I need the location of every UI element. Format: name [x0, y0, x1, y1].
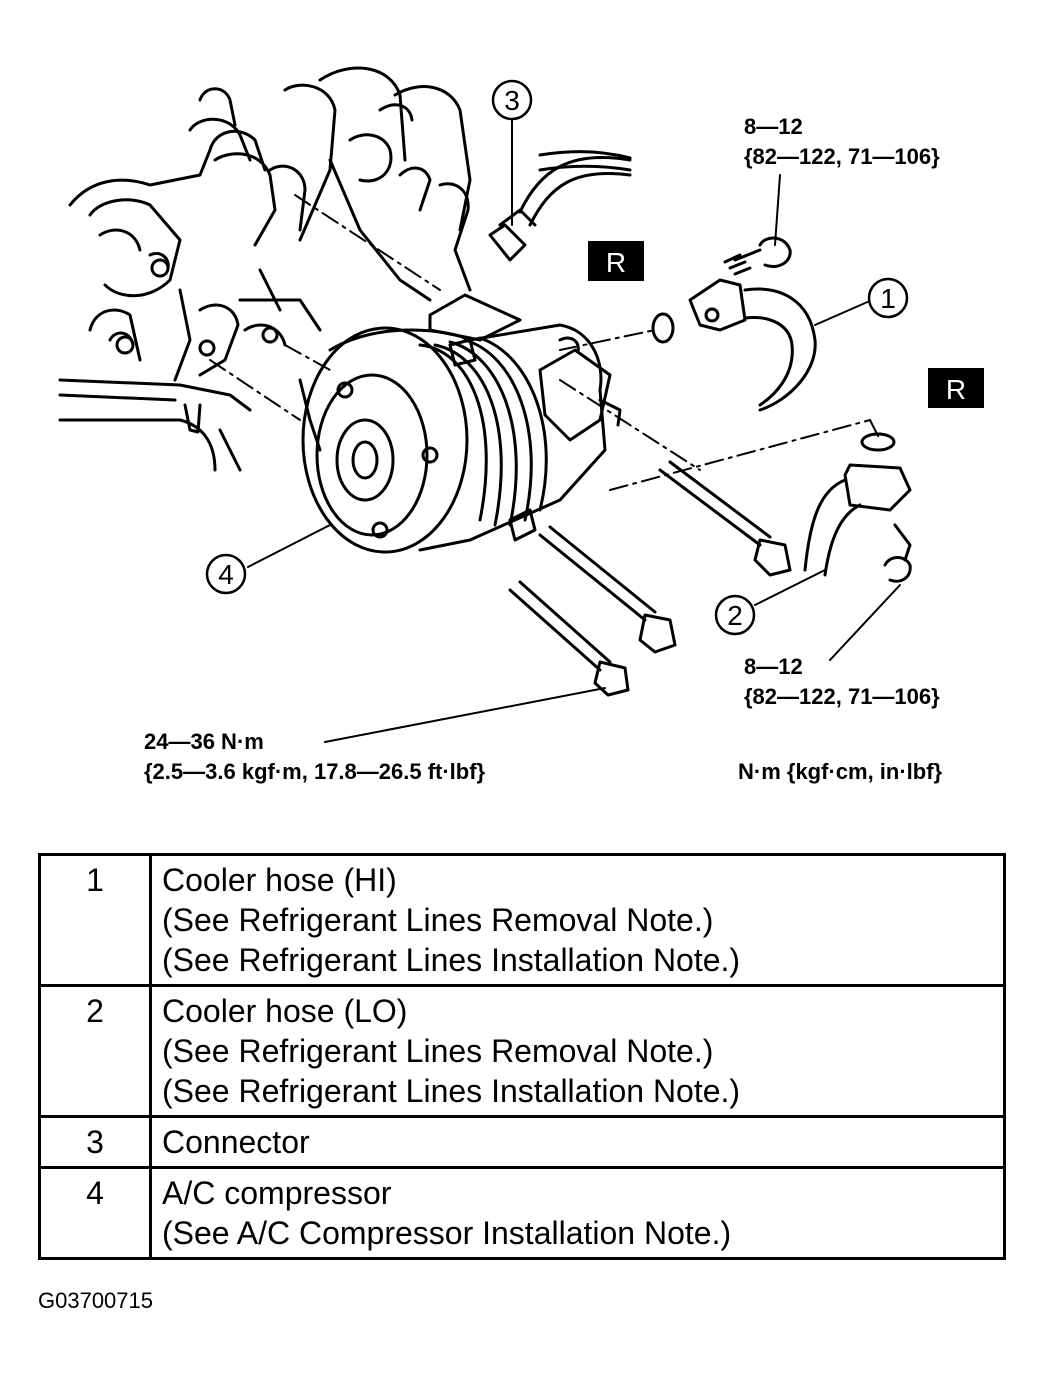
- torque-range-alt-units: {82—122, 71—106}: [744, 684, 940, 709]
- part-number: 3: [38, 1115, 152, 1169]
- callout-number-1: 1: [880, 283, 896, 314]
- callout-number-3: 3: [504, 85, 520, 116]
- part-number: 1: [38, 853, 152, 987]
- part-description-line: (See Refrigerant Lines Removal Note.): [162, 902, 714, 938]
- leader-lines: [247, 119, 901, 743]
- replace-mark-lo: R: [928, 368, 984, 408]
- torque-spec-lo-hose: 8—12 {82—122, 71—106}: [744, 652, 940, 712]
- replace-mark-hi: R: [588, 241, 644, 281]
- torque-range-alt-units: {2.5—3.6 kgf·m, 17.8—26.5 ft·lbf}: [144, 759, 486, 784]
- cooler-hose-lo: [803, 463, 912, 583]
- part-description-line: (See Refrigerant Lines Installation Note…: [162, 1073, 741, 1109]
- table-row: 4 A/C compressor (See A/C Compressor Insta…: [38, 1166, 1006, 1260]
- torque-range: 8—12: [744, 114, 803, 139]
- part-number: 4: [38, 1166, 152, 1260]
- callout-number-4: 4: [218, 559, 234, 590]
- engine-block-outline: [58, 66, 632, 472]
- svg-text:R: R: [606, 247, 626, 278]
- part-description-line: (See A/C Compressor Installation Note.): [162, 1215, 732, 1251]
- svg-text:R: R: [946, 374, 966, 405]
- alignment-lines: [209, 194, 881, 491]
- callout-circle-2: [714, 594, 756, 636]
- part-description-line: A/C compressor: [162, 1175, 392, 1211]
- parts-table: 1 Cooler hose (HI) (See Refrigerant Lines …: [38, 853, 1006, 1260]
- parts-table-body: 1 Cooler hose (HI) (See Refrigerant Lines …: [38, 853, 1006, 1260]
- table-row: 3 Connector: [38, 1115, 1006, 1169]
- figure-id: G03700715: [38, 1288, 153, 1313]
- mounting-bolt-upper: [658, 460, 792, 577]
- mounting-bolt-middle: [538, 525, 677, 654]
- part-description-line: (See Refrigerant Lines Installation Note…: [162, 942, 741, 978]
- callout-circle-1: [867, 277, 909, 319]
- table-row: 2 Cooler hose (LO) (See Refrigerant Lines …: [38, 984, 1006, 1118]
- part-description-line: Connector: [162, 1124, 310, 1160]
- callout-circle-3: [491, 79, 533, 121]
- units-legend: N·m {kgf·cm, in·lbf}: [738, 759, 943, 784]
- o-ring-hi: [651, 312, 675, 344]
- compressor-exploded-diagram: 3 1 4 2 R R: [58, 66, 984, 743]
- torque-spec-hi-hose: 8—12 {82—122, 71—106}: [744, 112, 940, 172]
- mounting-bolt-lower: [508, 580, 630, 697]
- torque-spec-mounting-bolts: 24—36 N·m {2.5—3.6 kgf·m, 17.8—26.5 ft·l…: [144, 727, 485, 787]
- part-description-line: Cooler hose (HI): [162, 862, 397, 898]
- part-description-line: Cooler hose (LO): [162, 993, 408, 1029]
- torque-range-alt-units: {82—122, 71—106}: [744, 144, 940, 169]
- table-row: 1 Cooler hose (HI) (See Refrigerant Lines …: [38, 853, 1006, 987]
- connector: [488, 155, 632, 262]
- part-description: A/C compressor (See A/C Compressor Instal…: [149, 1166, 1006, 1260]
- part-description: Cooler hose (HI) (See Refrigerant Lines R…: [149, 853, 1006, 987]
- part-description-line: (See Refrigerant Lines Removal Note.): [162, 1033, 714, 1069]
- callout-number-2: 2: [727, 600, 743, 631]
- callout-circle-4: [205, 553, 247, 595]
- torque-range: 8—12: [744, 654, 803, 679]
- torque-range: 24—36 N·m: [144, 729, 264, 754]
- ac-compressor: [301, 293, 622, 554]
- cooler-hose-hi: [688, 236, 817, 412]
- part-description: Connector: [149, 1115, 1006, 1169]
- part-description: Cooler hose (LO) (See Refrigerant Lines R…: [149, 984, 1006, 1118]
- part-number: 2: [38, 984, 152, 1118]
